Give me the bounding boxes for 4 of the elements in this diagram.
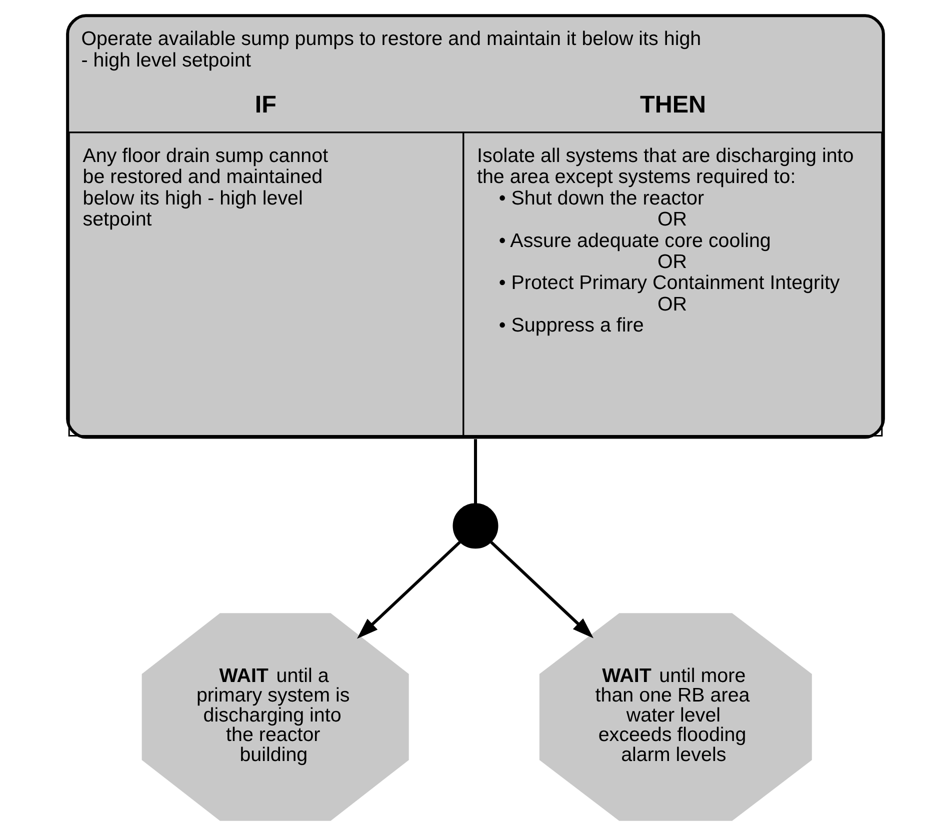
connector: [473, 439, 477, 504]
arrow: [356, 541, 460, 639]
node-circle: [452, 503, 498, 549]
arrow: [490, 541, 594, 638]
